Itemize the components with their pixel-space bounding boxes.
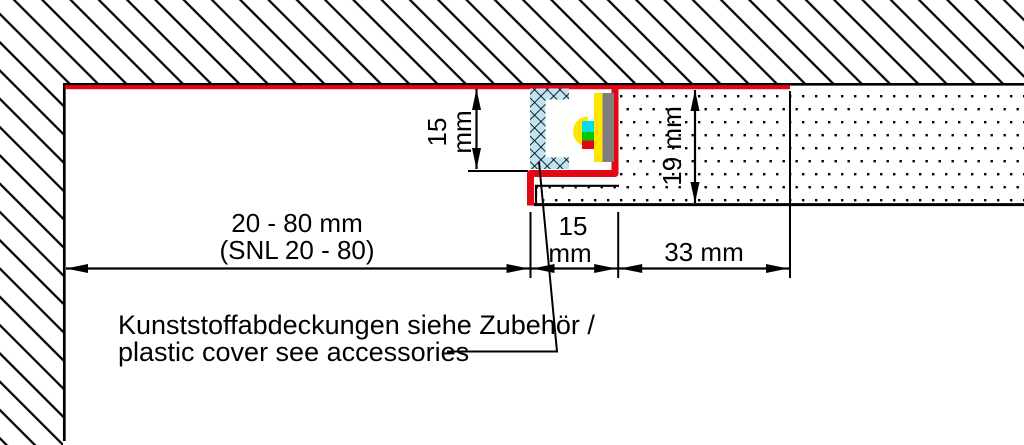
cover-bottom-arm xyxy=(545,157,569,169)
arrowhead-right-icon xyxy=(766,264,788,273)
cover-top-arm xyxy=(545,88,569,100)
arrowhead-up-icon xyxy=(690,90,700,111)
dim-label-15h-value: 15 xyxy=(559,211,588,241)
dim-label-33h: 33 mm xyxy=(664,237,743,267)
panel-main-area xyxy=(618,89,1024,204)
dim-label-depth-line1: 20 - 80 mm xyxy=(231,208,363,238)
led-module xyxy=(573,93,614,162)
led-chip-green xyxy=(582,132,596,141)
panel-section xyxy=(534,89,1024,207)
dim-label-15v-unit: mm xyxy=(447,110,477,153)
dim-label-15h-unit: mm xyxy=(548,238,591,268)
led-chip-red xyxy=(582,140,596,149)
wall-hatch-area xyxy=(0,83,63,445)
cover-back-bar xyxy=(530,88,546,169)
dim-label-19v: 19 mm xyxy=(657,106,687,185)
profile-channel-outline xyxy=(527,88,619,206)
aluminium-profile xyxy=(65,85,790,206)
dim-panel-thickness: 19 mm xyxy=(657,90,700,203)
dim-label-depth-line2: (SNL 20 - 80) xyxy=(219,235,374,265)
led-chip-cyan xyxy=(582,121,596,132)
panel-tongue-area xyxy=(535,186,619,204)
ceiling-hatch-area xyxy=(0,0,1024,84)
arrowhead-up-icon xyxy=(472,89,481,110)
dim-profile-height: 15 mm xyxy=(422,89,528,172)
led-heatsink-strip xyxy=(602,93,614,162)
arrowhead-down-icon xyxy=(690,182,700,203)
plastic-cover xyxy=(530,88,569,169)
led-board-strip xyxy=(594,93,603,162)
dim-bottom-chain: 20 - 80 mm (SNL 20 - 80) 15 mm 33 mm xyxy=(66,91,791,278)
note-line1: Kunststoffabdeckungen siehe Zubehör / xyxy=(118,310,595,340)
arrowhead-left-icon xyxy=(620,264,643,273)
note-line2: plastic cover see accessories xyxy=(118,337,469,367)
arrowhead-left-icon xyxy=(66,264,88,273)
arrowhead-down-icon xyxy=(472,148,481,169)
arrowhead-right-icon xyxy=(594,264,617,273)
arrowhead-right-icon xyxy=(506,264,529,273)
dim-label-15v-value: 15 xyxy=(422,118,452,147)
leader-line xyxy=(447,161,559,353)
cover-note: Kunststoffabdeckungen siehe Zubehör / pl… xyxy=(118,161,595,367)
